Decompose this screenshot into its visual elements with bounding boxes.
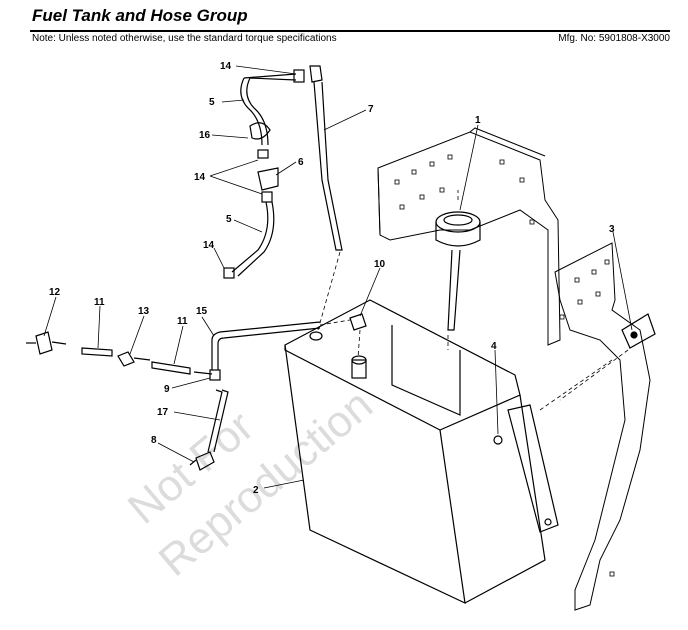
tank-fitting bbox=[349, 313, 367, 331]
tank-strap bbox=[493, 404, 559, 533]
callout-11: 11 bbox=[94, 297, 105, 308]
callout-6: 6 bbox=[298, 157, 304, 168]
fuel-cap-icon bbox=[435, 211, 481, 331]
watermark: Not For Reproduction bbox=[119, 380, 382, 586]
page-title: Fuel Tank and Hose Group bbox=[32, 6, 248, 25]
callouts: 14 5 16 7 1 6 14 5 14 10 3 4 2 12 11 13 … bbox=[49, 61, 615, 496]
lower-fuel-line bbox=[26, 321, 321, 471]
callout-5: 5 bbox=[209, 97, 215, 108]
callout-11: 11 bbox=[177, 316, 188, 327]
callout-14: 14 bbox=[194, 172, 206, 183]
callout-17: 17 bbox=[157, 407, 169, 418]
callout-2: 2 bbox=[253, 485, 259, 496]
frame-bracket-upper bbox=[377, 127, 561, 346]
callout-15: 15 bbox=[196, 306, 208, 317]
callout-8: 8 bbox=[151, 435, 157, 446]
callout-13: 13 bbox=[138, 306, 150, 317]
callout-7: 7 bbox=[368, 104, 374, 115]
mount-plate bbox=[621, 313, 656, 349]
leader-lines bbox=[43, 65, 633, 489]
fuel-tank bbox=[284, 299, 546, 605]
frame-side-panel bbox=[554, 242, 651, 611]
routing-lines bbox=[317, 190, 629, 411]
header-rule bbox=[30, 30, 670, 32]
callout-5: 5 bbox=[226, 214, 232, 225]
callout-3: 3 bbox=[609, 224, 615, 235]
callout-1: 1 bbox=[475, 115, 481, 126]
callout-12: 12 bbox=[49, 287, 61, 298]
callout-14: 14 bbox=[203, 240, 215, 251]
callout-10: 10 bbox=[374, 259, 386, 270]
callout-14: 14 bbox=[220, 61, 232, 72]
mfg-number: Mfg. No: 5901808-X3000 bbox=[558, 33, 670, 44]
callout-4: 4 bbox=[491, 341, 497, 352]
callout-16: 16 bbox=[199, 130, 211, 141]
torque-note: Note: Unless noted otherwise, use the st… bbox=[32, 33, 337, 44]
upper-hoses bbox=[223, 65, 343, 279]
callout-9: 9 bbox=[164, 384, 170, 395]
